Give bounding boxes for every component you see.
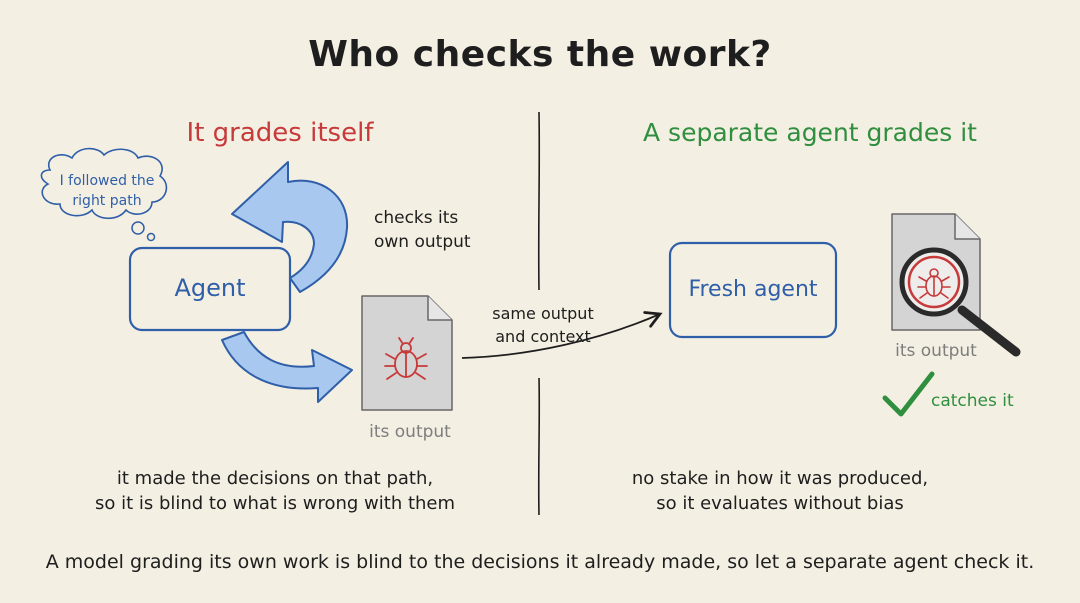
handoff-label: same output and context <box>478 302 608 348</box>
agent-label: Agent <box>174 274 246 302</box>
left-note-line: so it is blind to what is wrong with the… <box>94 493 456 514</box>
bug-icon <box>384 337 428 380</box>
thought-line: right path <box>72 193 142 209</box>
checkmark-icon <box>882 371 935 417</box>
loop-label: checks its own output <box>374 206 471 254</box>
loop-arrow-icon <box>231 161 349 293</box>
thought-line: I followed the <box>59 173 155 189</box>
handoff-label-line: same output <box>492 304 594 323</box>
bug-icon <box>917 268 951 299</box>
right-output-label: its output <box>895 341 977 361</box>
magnifier-icon <box>899 247 1021 357</box>
thought-text: I followed the right path <box>44 171 170 211</box>
left-heading: It grades itself <box>186 118 374 148</box>
thought-bubble-icon <box>40 147 168 242</box>
right-note-line: no stake in how it was produced, <box>631 468 929 489</box>
agent-box <box>128 246 292 332</box>
output-arrow-icon <box>221 331 353 403</box>
fresh-agent-label: Fresh agent <box>688 277 818 302</box>
loop-label-line: checks its <box>374 208 459 228</box>
right-note: no stake in how it was produced, so it e… <box>585 466 975 516</box>
handoff-label-line: and context <box>495 327 591 346</box>
left-note: it made the decisions on that path, so i… <box>40 466 510 516</box>
fresh-agent-box <box>668 241 838 339</box>
right-heading: A separate agent grades it <box>643 118 977 147</box>
left-note-line: it made the decisions on that path, <box>116 468 434 489</box>
right-note-line: so it evaluates without bias <box>656 493 904 514</box>
handoff-arrow <box>461 311 663 359</box>
page-title: Who checks the work? <box>308 34 772 75</box>
loop-label-line: own output <box>374 232 471 252</box>
center-divider <box>537 111 541 516</box>
result-label: catches it <box>931 391 1014 411</box>
left-output-label: its output <box>369 422 451 442</box>
footer-caption: A model grading its own work is blind to… <box>45 551 1035 573</box>
